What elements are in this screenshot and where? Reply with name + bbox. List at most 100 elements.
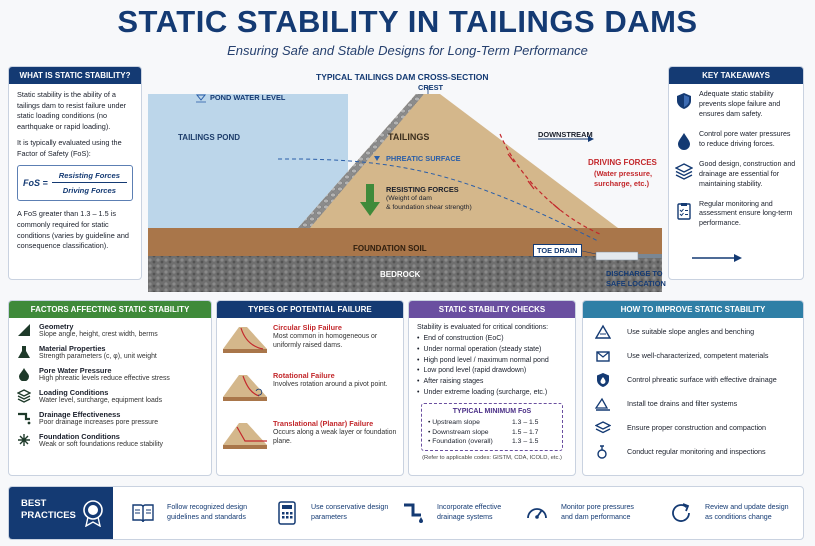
- best-practice-item: Review and update design as conditions c…: [669, 487, 793, 539]
- checks-intro: Stability is evaluated for critical cond…: [417, 324, 549, 331]
- resisting-forces-title: RESISTING FORCES: [386, 185, 459, 194]
- key-takeaways-title: KEY TAKEAWAYS: [669, 67, 803, 84]
- phreatic-marker: [374, 156, 380, 161]
- page-title: STATIC STABILITY IN TAILINGS DAMS: [117, 4, 698, 39]
- discharge-label-2: SAFE LOCATION: [606, 279, 666, 288]
- tailings-body: [298, 94, 618, 228]
- minimum-fos-title: TYPICAL MINIMUM FoS: [452, 407, 532, 415]
- check-item: Under extreme loading (surcharge, etc.): [417, 388, 567, 399]
- resisting-arrow-head: [360, 202, 380, 216]
- rotational-failure-icon: [223, 375, 267, 401]
- improve-item: Conduct regular monitoring and inspectio…: [583, 438, 803, 462]
- factors-title: FACTORS AFFECTING STATIC STABILITY: [9, 301, 211, 318]
- medal-icon: [83, 500, 103, 527]
- stack-icon: [17, 389, 31, 403]
- fos-formula: FoS = Resisting Forces Driving Forces: [17, 165, 133, 202]
- compaction-icon: [595, 420, 611, 433]
- check-item: Low pond level (rapid drawdown): [417, 366, 567, 377]
- ruler-icon: [18, 324, 30, 336]
- tailings-pond-label: TAILINGS POND: [178, 133, 241, 142]
- gauge-icon: [527, 508, 547, 519]
- crest-label: CREST: [418, 83, 444, 92]
- driving-forces-d1: (Water pressure,: [594, 169, 653, 178]
- check-item: End of construction (EoC): [417, 334, 567, 345]
- refresh-icon: [672, 503, 690, 522]
- what-is-panel: WHAT IS STATIC STABILITY? Static stabili…: [8, 66, 142, 280]
- improve-item: Use well-characterized, competent materi…: [583, 342, 803, 366]
- pond-water: [148, 94, 348, 228]
- upstream-riprap: [298, 94, 424, 228]
- shield-icon: [677, 93, 691, 109]
- dam-cross-section: TYPICAL TAILINGS DAM CROSS-SECTION POND …: [148, 66, 662, 292]
- check-item: After raising stages: [417, 377, 567, 388]
- resisting-forces-d1: (Weight of dam: [386, 195, 432, 202]
- codes-note: (Refer to applicable codes: GISTM, CDA, …: [422, 455, 562, 462]
- key-takeaways-panel: KEY TAKEAWAYS Adequate static stability …: [668, 66, 804, 280]
- cross-section-svg: [148, 86, 662, 292]
- fos-label: FoS =: [23, 177, 48, 188]
- takeaway-item: Good design, construction and drainage a…: [669, 154, 803, 194]
- discharge-arrow: [692, 254, 742, 262]
- bedrock-label: BEDROCK: [380, 270, 421, 279]
- what-is-p1: Static stability is the ability of a tai…: [17, 90, 127, 131]
- improve-title: HOW TO IMPROVE STATIC STABILITY: [583, 301, 803, 318]
- drain-icon: [18, 412, 31, 425]
- driving-arrows: [507, 153, 561, 211]
- fos-denominator: Driving Forces: [62, 186, 116, 196]
- what-is-p2: It is typically evaluated using the Fact…: [17, 138, 122, 158]
- stability-checks-title: STATIC STABILITY CHECKS: [409, 301, 575, 318]
- water-drop-icon: [678, 132, 690, 150]
- driving-forces-d2: surcharge, etc.): [594, 179, 650, 188]
- driving-forces-title: DRIVING FORCES: [588, 158, 657, 167]
- best-practice-item: Monitor pore pressures and dam performan…: [525, 487, 647, 539]
- inspection-icon: [597, 444, 607, 459]
- check-item: Under normal operation (steady state): [417, 345, 567, 356]
- drop-icon: [19, 368, 29, 381]
- slip-surface: [499, 133, 601, 235]
- best-practices-bar: BEST PRACTICES Follow recognized design …: [8, 486, 804, 540]
- layers-icon: [675, 162, 693, 180]
- fos-row: • Foundation (overall)1.3 – 1.5: [428, 438, 539, 446]
- best-practice-item: Use conservative design parameters: [275, 487, 391, 539]
- material-icon: [596, 350, 610, 362]
- failure-types-title: TYPES OF POTENTIAL FAILURE: [217, 301, 403, 318]
- checklist-icon: [677, 202, 691, 220]
- improve-card: HOW TO IMPROVE STATIC STABILITY Use suit…: [582, 300, 804, 476]
- pond-level-label: POND WATER LEVEL: [210, 93, 286, 102]
- takeaway-item: Control pore water pressures to reduce d…: [669, 124, 803, 154]
- page-subtitle: Ensuring Safe and Stable Designs for Lon…: [227, 43, 588, 58]
- water-level-icon: [195, 94, 207, 101]
- discharge-label-1: DISCHARGE TO: [606, 269, 663, 278]
- translational-failure-icon: [223, 423, 267, 449]
- book-icon: [132, 504, 154, 523]
- best-practice-item: Incorporate effective drainage systems: [401, 487, 517, 539]
- improve-item: Ensure proper construction and compactio…: [583, 414, 803, 438]
- check-item: High pond level / maximum normal pond: [417, 356, 567, 367]
- beaker-icon: [18, 346, 30, 358]
- resisting-forces-d2: & foundation shear strength): [386, 204, 472, 211]
- tailings-label: TAILINGS: [388, 132, 430, 142]
- improve-item: Install toe drains and filter systems: [583, 390, 803, 414]
- best-practice-item: Follow recognized design guidelines and …: [131, 487, 257, 539]
- fos-numerator: Resisting Forces: [51, 170, 127, 184]
- water-shield-icon: [597, 372, 609, 387]
- failure-types-card: TYPES OF POTENTIAL FAILURE Circular Slip…: [216, 300, 404, 476]
- factors-card: FACTORS AFFECTING STATIC STABILITY Geome…: [8, 300, 212, 476]
- crack-icon: [18, 434, 30, 446]
- bedrock: [148, 256, 662, 292]
- calculator-icon: [278, 501, 296, 525]
- best-practices-label: BEST PRACTICES: [9, 487, 113, 539]
- toe-drain-icon: [595, 397, 610, 411]
- what-is-title: WHAT IS STATIC STABILITY?: [9, 67, 141, 84]
